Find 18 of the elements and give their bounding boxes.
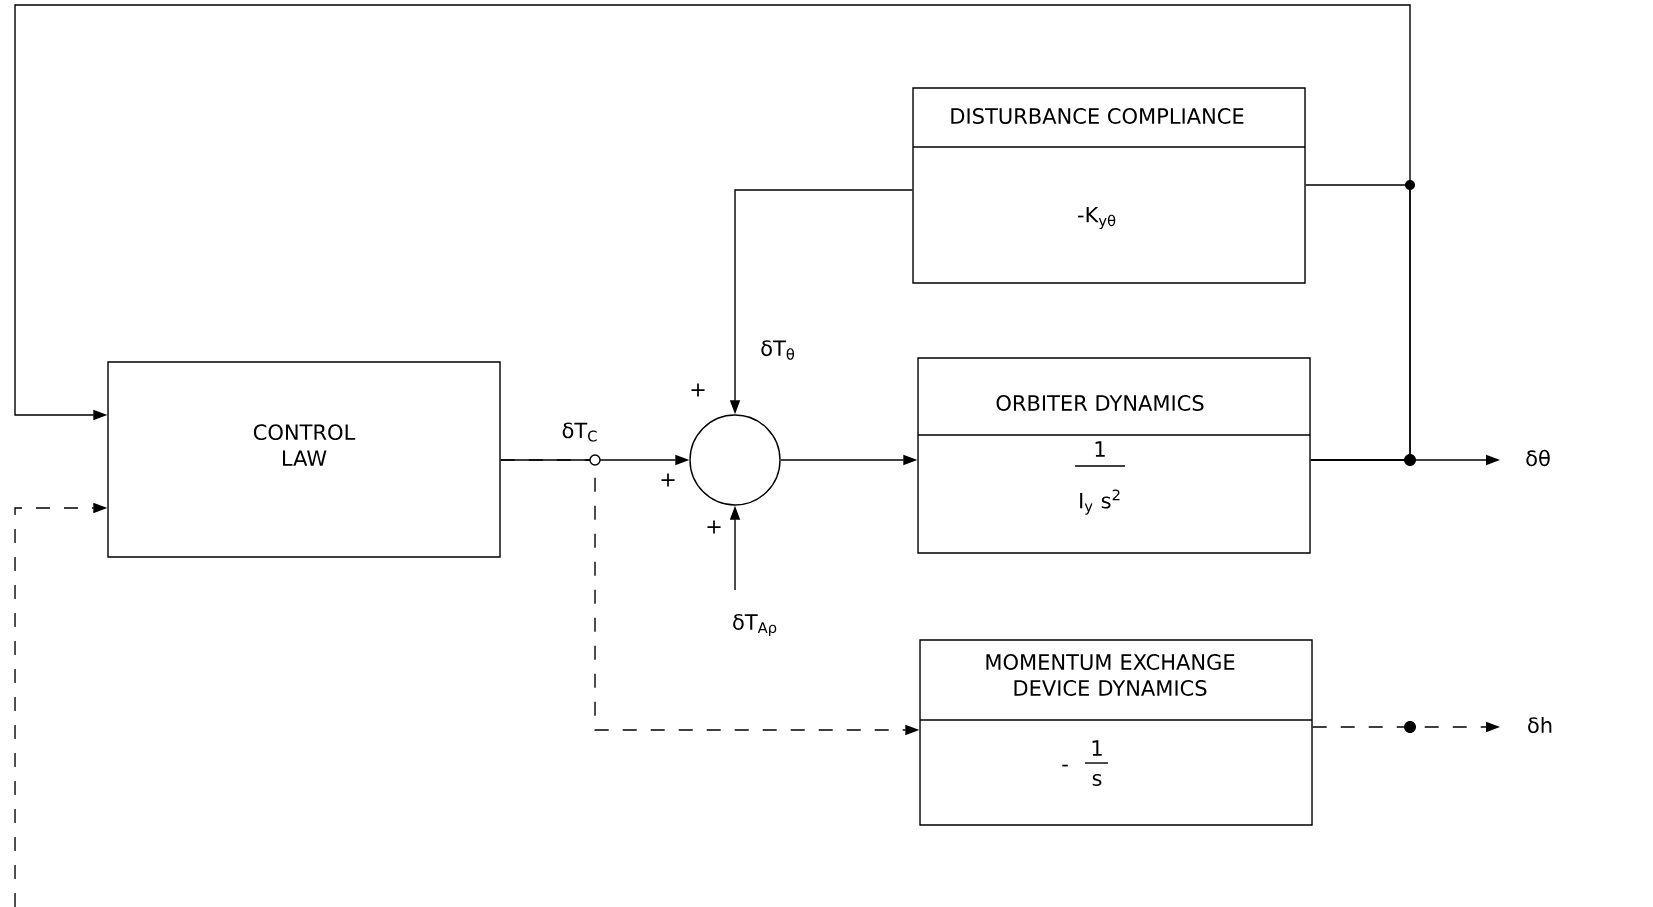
transfer-function: I$_{y}$ s$^{2}$: [1080, 489, 1120, 515]
block-title: ORBITER DYNAMICS: [996, 395, 1204, 411]
block-title: CONTROL LAW: [253, 424, 356, 466]
edge-label: δT$_{θ}$: [758, 338, 798, 362]
edge-label: δh: [1524, 714, 1556, 736]
transfer-function: 1: [1095, 441, 1105, 457]
edge-label: δT$_{Aρ}$: [730, 612, 781, 638]
sign-label: +: [691, 383, 705, 397]
sign-label: +: [661, 473, 675, 487]
transfer-function: 1: [1092, 740, 1102, 756]
transfer-function: -: [1062, 764, 1068, 767]
transfer-function: s: [1092, 774, 1102, 786]
transfer-function: -K$_{yθ}$: [1078, 206, 1116, 230]
sign-label: +: [707, 520, 721, 534]
edge-label: δθ: [1523, 447, 1553, 469]
edge-label: δT$_{C}$: [559, 420, 601, 444]
block-title: MOMENTUM EXCHANGE DEVICE DYNAMICS: [986, 654, 1235, 696]
block-title: DISTURBANCE COMPLIANCE: [951, 108, 1244, 124]
